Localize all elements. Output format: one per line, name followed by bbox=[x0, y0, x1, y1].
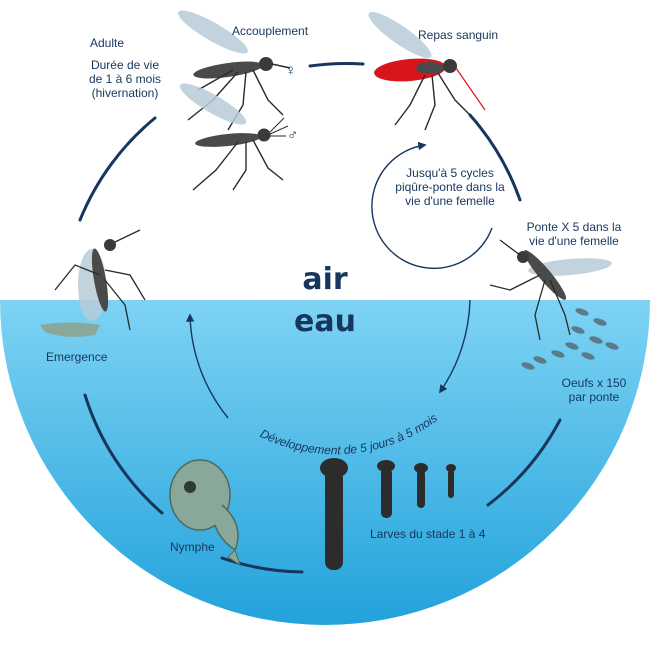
pupa-icon bbox=[169, 459, 241, 567]
cycles-label: Jusqu'à 5 cycles piqûre-ponte dans la vi… bbox=[395, 166, 505, 208]
water-zone-label: eau bbox=[294, 304, 356, 339]
larvae-label: Larves du stade 1 à 4 bbox=[370, 527, 486, 541]
outer-cycle-ring bbox=[78, 61, 562, 574]
mosquito-laying-icon bbox=[489, 239, 612, 341]
eggs-label: Oeufs x 150 par ponte bbox=[561, 376, 627, 404]
male-symbol: ♂ bbox=[287, 127, 299, 144]
female-symbol: ♀ bbox=[285, 62, 297, 79]
mosquito-blood-meal-icon bbox=[368, 11, 486, 131]
eggs-icon bbox=[521, 308, 619, 370]
development-arrow-right bbox=[439, 299, 471, 394]
air-zone-label: air bbox=[302, 262, 348, 297]
emergence-mosquito-icon bbox=[40, 229, 146, 337]
mosquito-mating-male-icon bbox=[179, 83, 289, 191]
mating-title: Accouplement bbox=[232, 24, 309, 38]
development-arrow-left bbox=[185, 313, 229, 419]
adult-title: Adulte bbox=[90, 36, 125, 50]
cycle-loop-arrow bbox=[371, 141, 493, 269]
emergence-label: Emergence bbox=[46, 350, 108, 364]
larvae-icon bbox=[320, 458, 456, 570]
pupa-label: Nymphe bbox=[170, 540, 215, 554]
adult-lifespan: Durée de vie de 1 à 6 mois (hivernation) bbox=[88, 58, 162, 100]
blood-meal-title: Repas sanguin bbox=[418, 28, 499, 42]
laying-label: Ponte X 5 dans la vie d'une femelle bbox=[526, 220, 622, 248]
